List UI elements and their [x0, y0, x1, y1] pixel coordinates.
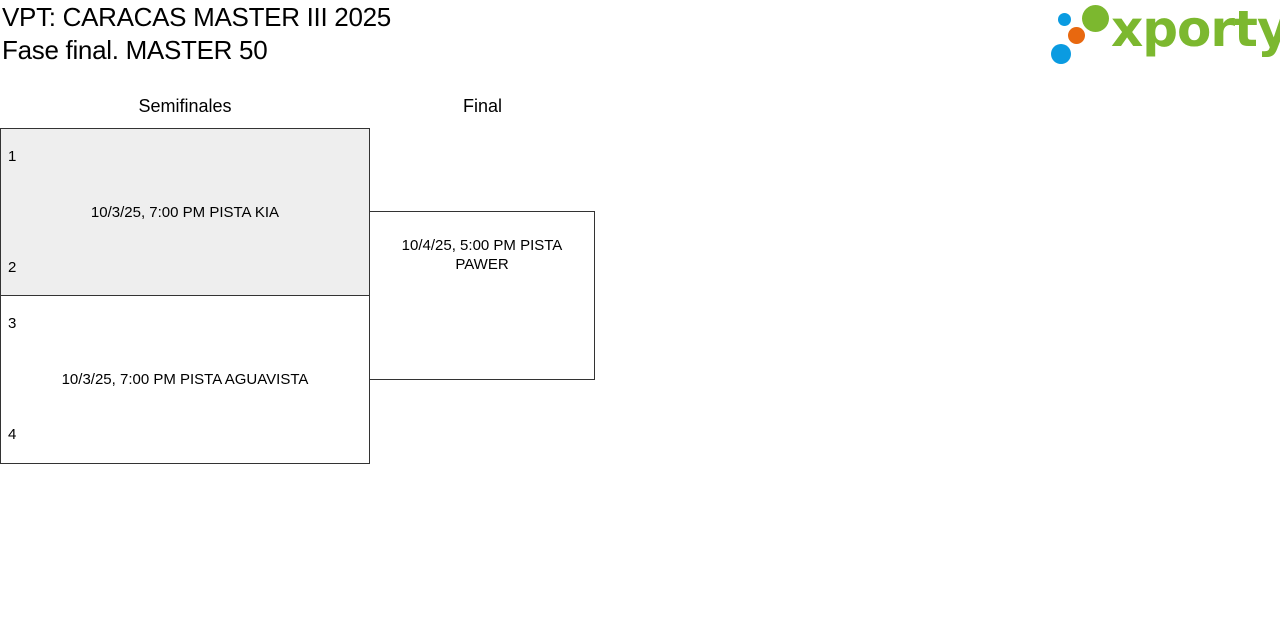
- xporty-logo[interactable]: xporty: [1051, 0, 1280, 66]
- page-title: VPT: CARACAS MASTER III 2025: [2, 2, 391, 32]
- logo-dot-blue-icon: [1058, 13, 1071, 26]
- round-label-final: Final: [462, 96, 502, 116]
- page-subtitle: Fase final. MASTER 50: [2, 35, 268, 65]
- logo-dot-blue-large-icon: [1051, 44, 1071, 64]
- logo-wordmark: xporty: [1111, 0, 1280, 58]
- logo-dot-green-icon: [1082, 5, 1109, 32]
- match-semifinal-2[interactable]: 3 10/3/25, 7:00 PM PISTA AGUAVISTA 4: [0, 295, 370, 464]
- seed-label: 1: [8, 148, 17, 165]
- seed-label: 2: [8, 259, 17, 276]
- match-info: 10/3/25, 7:00 PM PISTA AGUAVISTA: [61, 371, 309, 388]
- match-final[interactable]: 10/4/25, 5:00 PM PISTA PAWER: [369, 211, 595, 380]
- match-info: 10/4/25, 5:00 PM PISTA PAWER: [401, 237, 563, 273]
- match-semifinal-1[interactable]: 1 10/3/25, 7:00 PM PISTA KIA 2: [0, 128, 370, 296]
- seed-label: 4: [8, 426, 17, 443]
- seed-label: 3: [8, 315, 17, 332]
- logo-dot-orange-icon: [1068, 27, 1085, 44]
- match-info: 10/3/25, 7:00 PM PISTA KIA: [90, 204, 280, 221]
- round-label-semifinales: Semifinales: [138, 96, 232, 116]
